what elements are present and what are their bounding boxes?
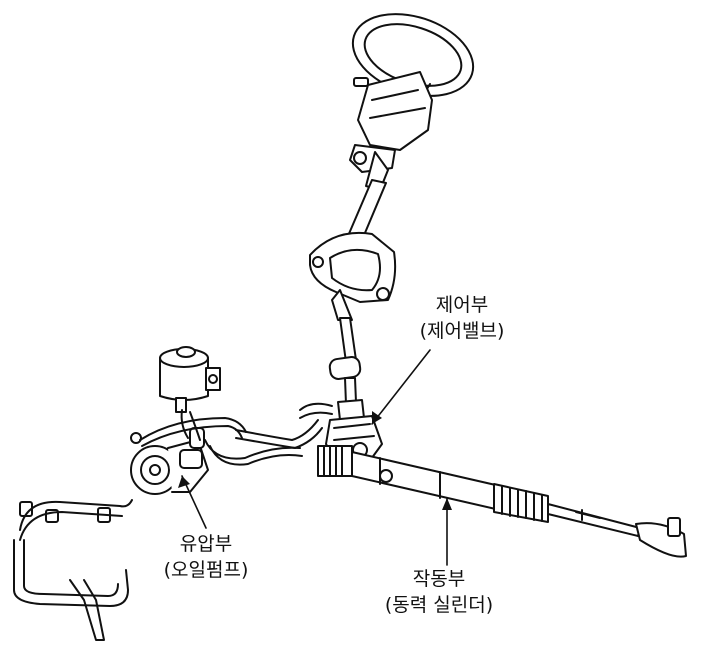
steering-shaft (347, 179, 387, 241)
control-unit-label: 제어부 (제어밸브) (402, 292, 522, 344)
hydraulic-unit-label: 유압부 (오일펌프) (146, 531, 266, 583)
pump-arrowhead (178, 476, 190, 488)
control-unit-title: 제어부 (435, 294, 489, 316)
hydraulic-unit-title: 유압부 (179, 533, 233, 555)
intermediate-shaft (328, 317, 365, 421)
tie-rod (547, 503, 687, 558)
steering-wheel (351, 13, 475, 101)
actuator-unit-subtitle: (동력 실린더) (384, 594, 494, 616)
control-arrowhead (372, 411, 382, 424)
rack-boot (493, 483, 549, 523)
steering-column-upper (349, 71, 433, 191)
oil-reservoir (159, 346, 221, 413)
hydraulic-hoses (139, 402, 333, 466)
control-leader (371, 349, 431, 425)
actuator-unit-title: 작동부 (412, 568, 466, 590)
oil-pump (130, 427, 209, 495)
pump-bracket (13, 499, 133, 641)
actuator-unit-label: 작동부 (동력 실린더) (364, 566, 514, 618)
column-bracket (309, 231, 397, 321)
hydraulic-unit-subtitle: (오일펌프) (163, 559, 249, 581)
power-cylinder (317, 445, 501, 511)
actuator-arrowhead (442, 498, 452, 510)
control-unit-subtitle: (제어밸브) (419, 320, 505, 342)
